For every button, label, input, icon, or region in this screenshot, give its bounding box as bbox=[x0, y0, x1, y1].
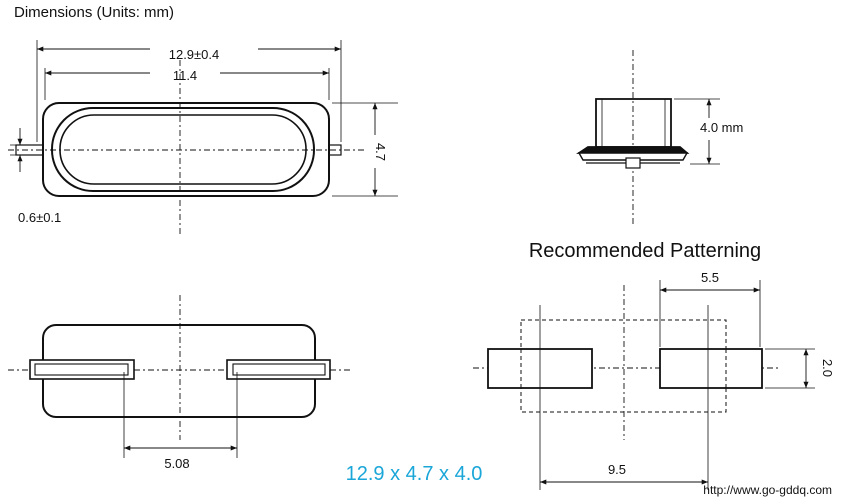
side-height-label: 4.0 mm bbox=[700, 120, 743, 135]
size-headline: 12.9 x 4.7 x 4.0 bbox=[346, 463, 483, 485]
pad-length-label: 5.5 bbox=[701, 270, 719, 285]
pad-span-label: 9.5 bbox=[608, 462, 626, 477]
pattern-view bbox=[473, 280, 815, 490]
body-length-label: 11.4 bbox=[173, 68, 197, 83]
top-view bbox=[8, 40, 398, 235]
bottom-view bbox=[8, 295, 352, 458]
pad-height-label: 2.0 bbox=[820, 359, 835, 377]
lead-diameter-label: 0.6±0.1 bbox=[18, 210, 61, 225]
diagram-title: Dimensions (Units: mm) bbox=[14, 4, 174, 21]
overall-length-label: 12.9±0.4 bbox=[169, 47, 220, 62]
website-url: http://www.go-gddq.com bbox=[703, 483, 832, 497]
side-view bbox=[576, 50, 720, 225]
section-title: Recommended Patterning bbox=[529, 240, 761, 262]
pad-pitch-label: 5.08 bbox=[164, 456, 189, 471]
height-label: 4.7 bbox=[373, 143, 388, 161]
